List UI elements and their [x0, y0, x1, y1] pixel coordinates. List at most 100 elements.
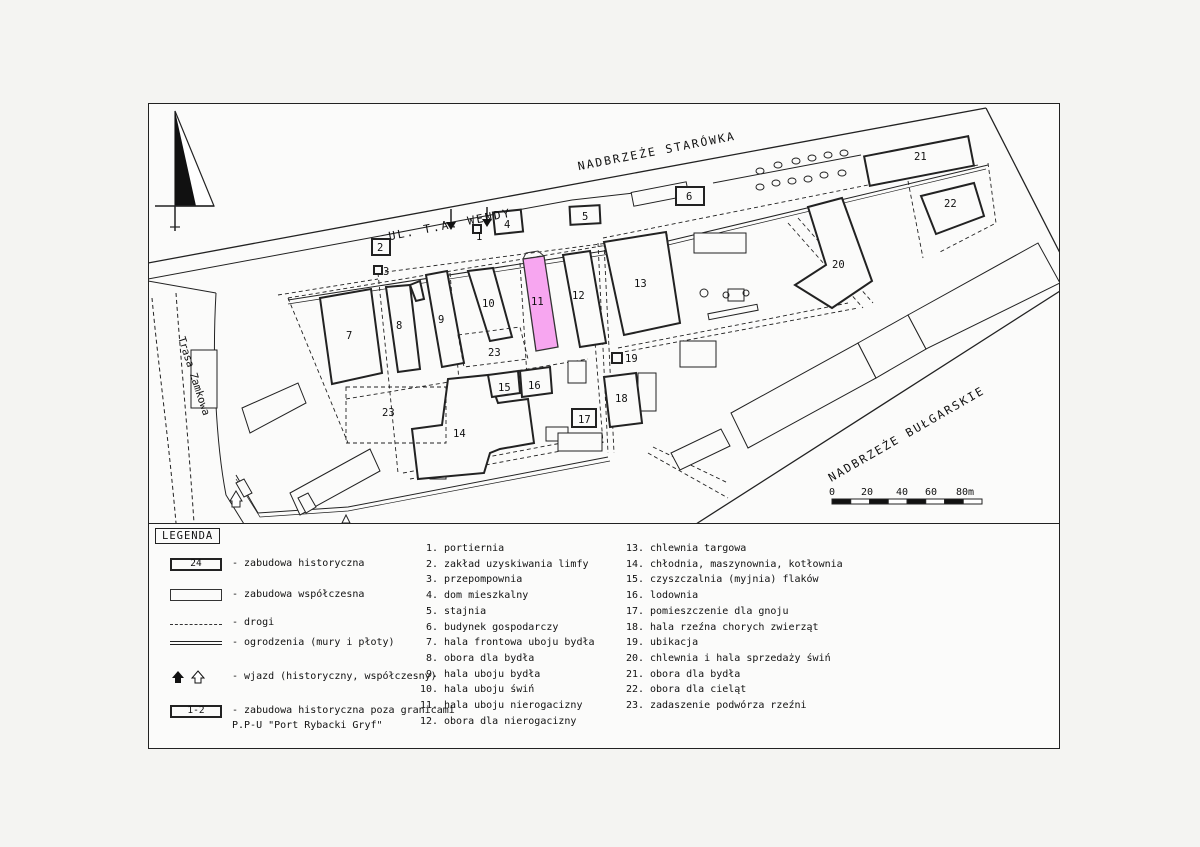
- list-item: 14.chłodnia, maszynownia, kotłownia: [625, 558, 843, 570]
- historical-building-7: [318, 287, 384, 386]
- key-entrance: - wjazd (historyczny, współczesny): [170, 670, 437, 684]
- bnum-16: 16: [528, 380, 541, 392]
- bnum-7: 7: [346, 330, 352, 342]
- fence-symbol: [170, 641, 222, 645]
- outside-building-symbol: 1-2: [170, 704, 222, 718]
- list-item: 18.hala rzeźna chorych zwierząt: [625, 621, 819, 633]
- historical-building-4: [491, 208, 525, 236]
- legend-title: LEGENDA: [155, 528, 221, 544]
- bnum-23-east: 23: [488, 347, 501, 359]
- historical-building-13: [602, 230, 682, 337]
- north-arrow-icon: [155, 110, 215, 231]
- list-item: 9.hala uboju bydła: [425, 668, 541, 680]
- list-item: 22.obora dla cieląt: [625, 684, 747, 696]
- historical-building-12: [561, 249, 608, 349]
- bnum-14: 14: [453, 428, 466, 440]
- historical-building-3: [373, 265, 383, 275]
- modern-building: [190, 349, 218, 409]
- bnum-13: 13: [634, 278, 647, 290]
- list-item: 5.stajnia: [425, 605, 487, 617]
- bnum-21: 21: [914, 151, 927, 163]
- bnum-11: 11: [531, 296, 544, 308]
- key-outside-cont: P.P-U "Port Rybacki Gryf": [232, 720, 383, 731]
- list-item: 12.obora dla nierogacizny: [419, 715, 577, 727]
- svg-text:80m: 80m: [956, 487, 974, 498]
- bnum-4: 4: [504, 219, 510, 231]
- list-item: 11.hala uboju nierogacizny: [419, 700, 583, 712]
- key-roads: - drogi: [170, 616, 274, 630]
- historical-building-16: [518, 365, 554, 399]
- label-nadbrzeze-bulgarskie: NADBRZEŻE BUŁGARSKIE: [825, 382, 987, 484]
- historical-building-10: [466, 266, 514, 343]
- svg-text:40: 40: [896, 487, 908, 498]
- canopy-23-west: [345, 386, 447, 444]
- svg-text:20: 20: [861, 487, 873, 498]
- bnum-18: 18: [615, 393, 628, 405]
- legend-divider: [148, 523, 1060, 524]
- list-item: 6.budynek gospodarczy: [425, 621, 559, 633]
- bnum-2: 2: [377, 242, 383, 254]
- bnum-20: 20: [832, 259, 845, 271]
- bnum-10: 10: [482, 298, 495, 310]
- list-item: 15.czyszczalnia (myjnia) flaków: [625, 574, 819, 586]
- list-item: 23.zadaszenie podwórza rzeźni: [625, 700, 807, 712]
- map-frame: [148, 103, 1060, 749]
- historical-building-21: [862, 134, 976, 188]
- entrance-symbol-icon: [172, 670, 206, 684]
- bnum-12: 12: [572, 290, 585, 302]
- svg-text:0: 0: [829, 487, 835, 498]
- east-embankment-line: [985, 107, 1060, 254]
- list-item: 7.hala frontowa uboju bydła: [425, 637, 595, 649]
- key-fences: - ogrodzenia (mury i płoty): [170, 636, 395, 650]
- historical-building-6: [675, 186, 705, 206]
- bnum-17: 17: [578, 414, 591, 426]
- svg-text:60: 60: [925, 487, 937, 498]
- list-item: 4.dom mieszkalny: [425, 590, 529, 602]
- bnum-19: 19: [625, 353, 638, 365]
- list-item: 2.zakład uzyskiwania limfy: [425, 558, 589, 570]
- list-item: 8.obora dla bydła: [425, 652, 535, 664]
- list-item: 3.przepompownia: [425, 574, 523, 586]
- scale-labels: 0 20 40 60 80m: [829, 487, 974, 498]
- list-item: 16.lodownia: [625, 590, 699, 602]
- list-item: 21.obora dla bydła: [625, 668, 741, 680]
- legend: LEGENDA 24 - zabudowa historyczna - zabu…: [148, 524, 1060, 749]
- historical-building-22: [919, 181, 986, 236]
- key-modern: - zabudowa współczesna: [170, 588, 364, 602]
- bnum-9: 9: [438, 314, 444, 326]
- historical-building-17: [571, 408, 597, 428]
- historical-building-18: [602, 371, 644, 429]
- list-item: 20.chlewnia i hala sprzedaży świń: [625, 652, 831, 664]
- legend-list-col2: 13.chlewnia targowa 14.chłodnia, maszyno…: [622, 541, 843, 714]
- historical-building-5: [568, 204, 602, 226]
- bnum-5: 5: [582, 211, 588, 223]
- list-item: 19.ubikacja: [625, 637, 699, 649]
- scale-bar: [831, 498, 983, 505]
- list-item: 13.chlewnia targowa: [625, 543, 747, 554]
- modern-building-symbol: [170, 589, 222, 601]
- historical-building-15: [486, 369, 522, 399]
- building-numbers: 1 2 3 4 5 6 7 8 9 10 11 12 13 14 15 16 1…: [346, 151, 957, 440]
- historical-building-9: [424, 269, 466, 369]
- bnum-6: 6: [686, 191, 692, 203]
- legend-list-col1: 1.portiernia 2.zakład uzyskiwania limfy …: [416, 541, 595, 729]
- south-embankment-line: [695, 290, 1060, 524]
- north-embankment-line: [148, 107, 987, 264]
- historical-building-1: [472, 224, 482, 234]
- list-item: 17.pomieszczenie dla gnoju: [625, 605, 789, 617]
- bnum-1: 1: [476, 231, 482, 243]
- site-plan-map: NADBRZEŻE STARÓWKA UL. T.A. WENDY NADBRZ…: [148, 107, 1060, 524]
- historical-building-19: [611, 352, 623, 364]
- historical-building-2: [371, 238, 391, 256]
- historical-building-20: [793, 196, 874, 310]
- historical-building-symbol: 24: [170, 557, 222, 571]
- label-nadbrzeze-starowka: NADBRZEŻE STARÓWKA: [576, 128, 737, 173]
- bnum-22: 22: [944, 198, 957, 210]
- list-item: 1.portiernia: [425, 543, 505, 554]
- road-symbol: [170, 624, 222, 625]
- shrubs: [699, 149, 849, 299]
- highlighted-building-11: [522, 255, 559, 352]
- bnum-15: 15: [498, 382, 511, 394]
- key-historical: 24 - zabudowa historyczna: [170, 557, 364, 571]
- entrance-arrows: [450, 207, 488, 224]
